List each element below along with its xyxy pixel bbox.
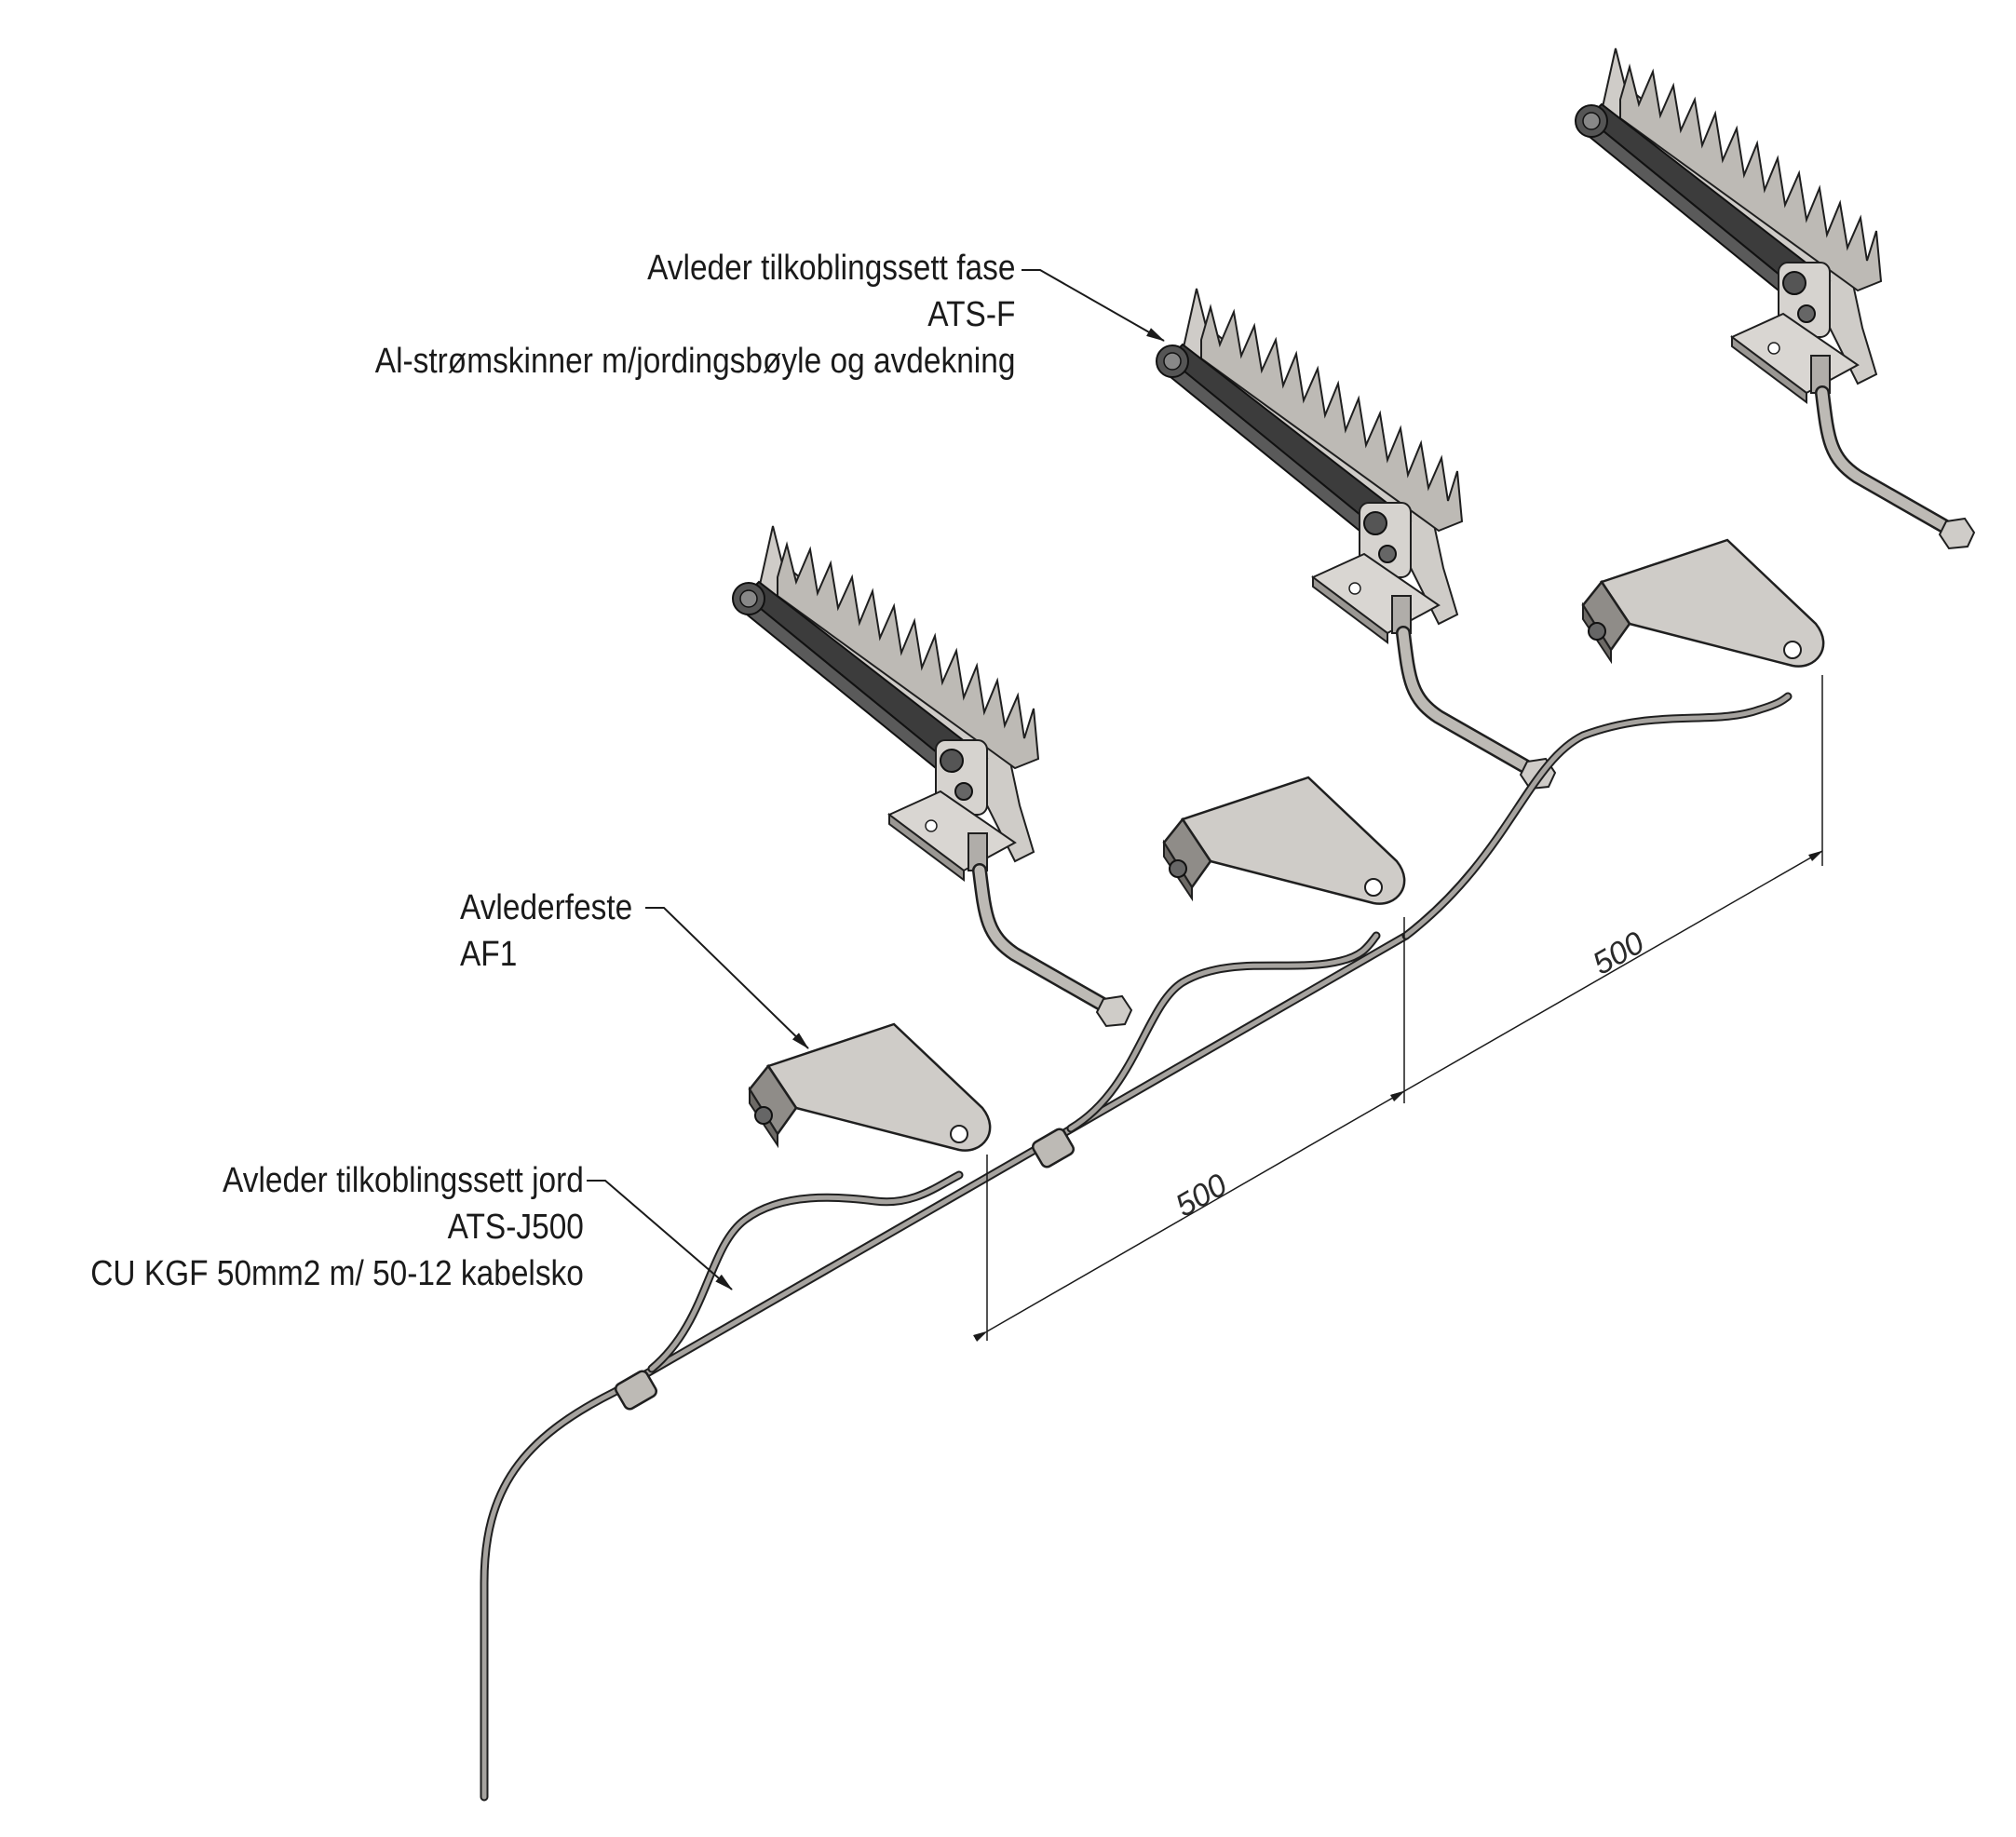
phase-kit-name: Avleder tilkoblingssett fase	[646, 249, 1015, 288]
earth-kit-name: Avleder tilkoblingssett jord	[223, 1161, 584, 1200]
earth-kit-description: CU KGF 50mm2 m/ 50-12 kabelsko	[90, 1254, 584, 1293]
dimension-lines	[973, 675, 1823, 1342]
bracket-1	[748, 1022, 992, 1152]
bracket-name: Avlederfeste	[460, 888, 633, 927]
arrester-2	[1157, 289, 1555, 789]
earth-kit-code: ATS-J500	[447, 1208, 584, 1247]
leader-lines	[587, 269, 1165, 1290]
arrester-3	[1576, 48, 1974, 548]
bracket-3	[1581, 538, 1825, 668]
earth-kit-callout: Avleder tilkoblingssett jord ATS-J500 CU…	[90, 1157, 584, 1297]
arrester-1	[733, 526, 1131, 1026]
earthing-cable	[480, 692, 1793, 1802]
bracket-callout: Avlederfeste AF1	[460, 885, 632, 978]
phase-kit-code: ATS-F	[927, 295, 1015, 334]
bracket-2	[1162, 776, 1406, 905]
ferrule-1	[614, 1370, 658, 1411]
phase-kit-callout: Avleder tilkoblingssett fase ATS-F Al-st…	[374, 245, 1015, 385]
phase-kit-description: Al-strømskinner m/jordingsbøyle og avdek…	[374, 342, 1015, 381]
bracket-code: AF1	[460, 935, 518, 974]
